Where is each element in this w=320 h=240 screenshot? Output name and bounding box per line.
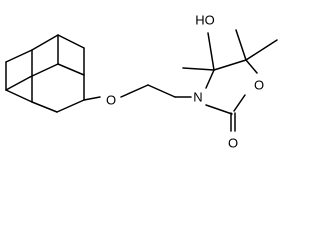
bond [57,63,85,76]
molecule-structure-drawing: HO O N O O [5,11,278,151]
atom-labels: HO O N O O [106,11,264,151]
bond [245,59,258,74]
bond [5,49,33,63]
bond [205,104,233,115]
methyl-bond [182,67,215,71]
bond [57,34,85,49]
ring-oxygen-label: O [254,78,264,93]
bond [29,63,59,78]
bond [83,96,101,101]
ring-nitrogen-label: N [193,90,202,105]
bond [56,99,85,113]
hydroxyl-bond [207,32,215,71]
carbonyl-oxygen-label: O [228,136,238,151]
bond [5,89,33,103]
oxazolidinone-ring [182,29,278,132]
bond [213,59,247,71]
bond [31,101,58,113]
hydroxyl-label: HO [195,13,215,28]
bond [147,84,176,98]
bond [120,84,149,98]
adamantyl-cage [5,34,85,113]
ether-oxygen-label: O [106,93,116,108]
methyl-bond [245,39,278,61]
bond [233,94,246,112]
bond [5,76,31,91]
methyl-bond [235,29,247,61]
ethoxy-linker [83,84,192,101]
bond [31,34,59,51]
bond [205,69,215,89]
